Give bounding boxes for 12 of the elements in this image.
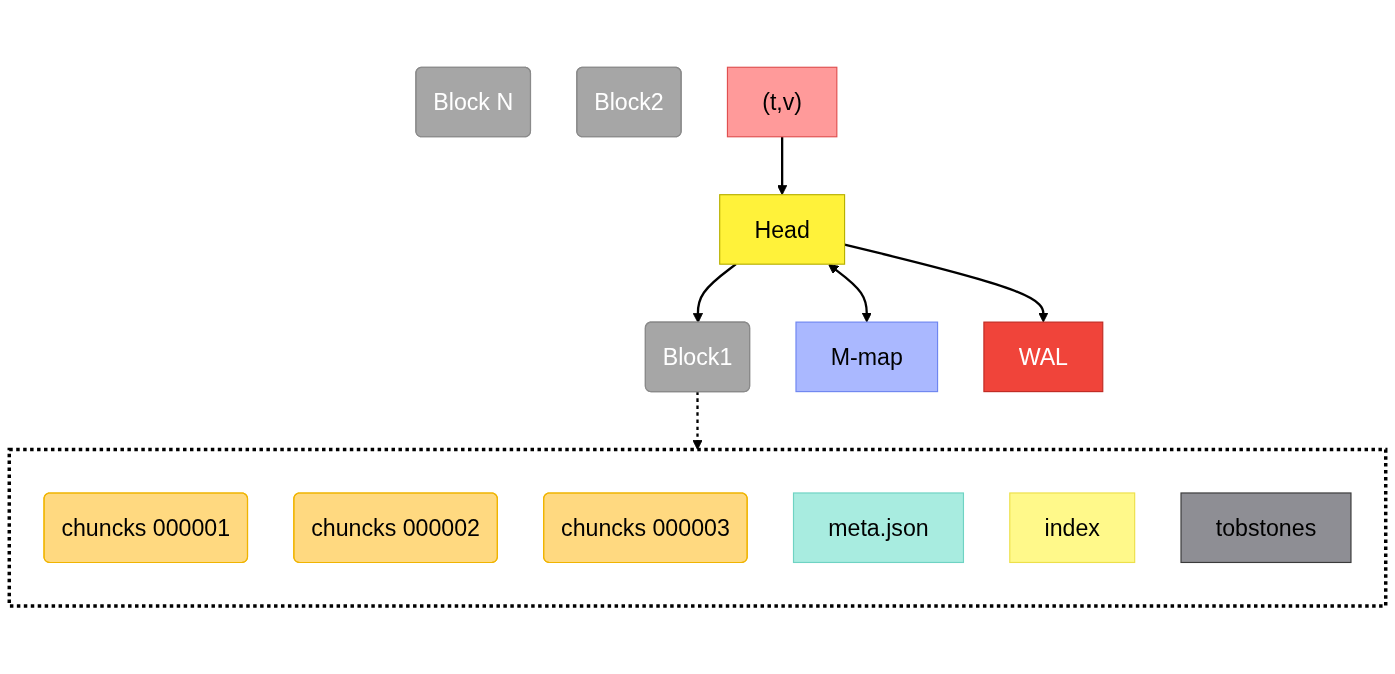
- node-box: M-map: [795, 321, 939, 393]
- cluster: [7, 448, 1388, 609]
- node-box: Head: [719, 194, 846, 266]
- node-box: tobstones: [1180, 492, 1352, 564]
- arrow: [692, 263, 737, 324]
- node-box: WAL: [983, 321, 1104, 393]
- node-box: (t,v): [726, 67, 838, 138]
- node-box: index: [1009, 492, 1136, 564]
- arrow: [844, 243, 1049, 323]
- arrow: [828, 264, 872, 323]
- node-box: meta.json: [792, 492, 965, 564]
- arrow: [777, 137, 788, 196]
